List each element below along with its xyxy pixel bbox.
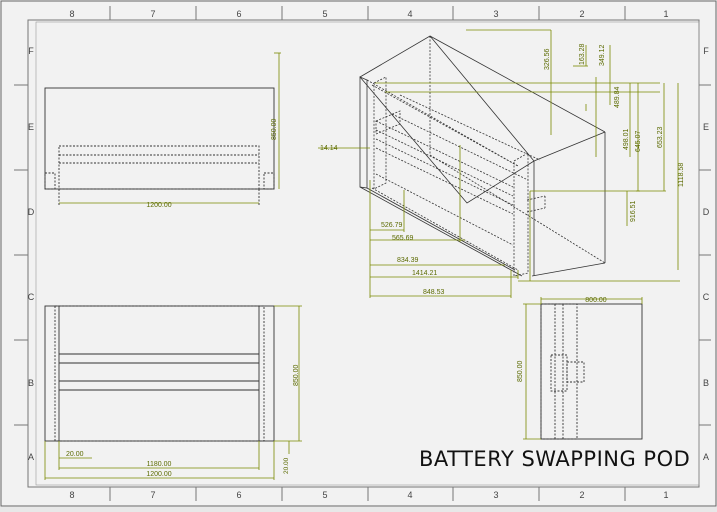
iso-dim-d4: 489.84 <box>614 86 621 108</box>
iso-dim-d2: 163.28 <box>579 43 586 65</box>
side-width-dim: 800.00 <box>585 297 607 304</box>
iso-dim-d12: 565.69 <box>392 235 414 242</box>
row-label-b-left: B <box>28 378 34 388</box>
iso-dim-d1: 326.56 <box>544 48 551 70</box>
iso-view <box>359 35 606 277</box>
col-label-7-bottom: 7 <box>150 490 155 500</box>
iso-dim-d11: 526.79 <box>381 222 403 229</box>
col-label-2-top: 2 <box>579 9 584 19</box>
iso-dim-d3: 349.12 <box>599 44 606 66</box>
top-width-dim: 1200.00 <box>146 471 171 478</box>
col-label-8-bottom: 8 <box>69 490 74 500</box>
iso-dim-d5: 498.01 <box>623 128 630 150</box>
front-height-dim: 850.00 <box>271 118 278 140</box>
col-label-6-bottom: 6 <box>236 490 241 500</box>
row-label-c-left: C <box>28 292 35 302</box>
zone-ticks <box>14 6 711 501</box>
iso-view-dims <box>318 29 680 298</box>
top-height-dim: 850.00 <box>293 364 300 386</box>
drawing-title: BATTERY SWAPPING POD <box>419 447 691 471</box>
col-label-4-bottom: 4 <box>407 490 412 500</box>
front-view-dims <box>59 52 281 204</box>
iso-dim-d10: 14.14 <box>320 145 338 152</box>
iso-dim-d9: 916.51 <box>630 200 637 222</box>
row-label-e-left: E <box>28 122 34 132</box>
top-offset-dim: 20.00 <box>66 451 84 458</box>
row-label-d-left: D <box>28 207 35 217</box>
side-height-dim: 850.00 <box>517 360 524 382</box>
front-view <box>44 87 275 206</box>
col-label-8-top: 8 <box>69 9 74 19</box>
row-label-f-right: F <box>703 46 709 56</box>
iso-dim-d8: 1118.58 <box>678 163 685 187</box>
side-view <box>540 303 643 440</box>
row-label-f-left: F <box>28 46 34 56</box>
iso-dim-d7: 653.23 <box>657 126 664 148</box>
col-label-2-bottom: 2 <box>579 490 584 500</box>
front-width-dim: 1200.00 <box>146 202 171 209</box>
row-label-c-right: C <box>703 292 710 302</box>
col-label-7-top: 7 <box>150 9 155 19</box>
col-label-5-top: 5 <box>322 9 327 19</box>
top-side-offset-dim: 20.00 <box>283 457 290 474</box>
row-label-e-right: E <box>703 122 709 132</box>
top-inner-width-dim: 1180.00 <box>147 461 172 468</box>
col-label-6-top: 6 <box>236 9 241 19</box>
top-view-dims <box>44 305 302 480</box>
row-label-a-right: A <box>703 452 709 462</box>
row-label-b-right: B <box>703 378 709 388</box>
iso-dim-d14: 1414.21 <box>412 270 437 277</box>
col-label-1-bottom: 1 <box>663 490 668 500</box>
col-label-3-bottom: 3 <box>493 490 498 500</box>
col-label-1-top: 1 <box>663 9 668 19</box>
col-label-4-top: 4 <box>407 9 412 19</box>
iso-dim-d13: 834.39 <box>397 257 419 264</box>
row-label-d-right: D <box>703 207 710 217</box>
top-view <box>44 305 275 442</box>
side-view-dims <box>523 297 643 440</box>
col-label-3-top: 3 <box>493 9 498 19</box>
col-label-5-bottom: 5 <box>322 490 327 500</box>
inner-frame-2 <box>35 21 700 486</box>
iso-dim-d15: 848.53 <box>423 289 445 296</box>
row-label-a-left: A <box>28 452 34 462</box>
iso-dim-d6: 645.07 <box>635 130 642 152</box>
